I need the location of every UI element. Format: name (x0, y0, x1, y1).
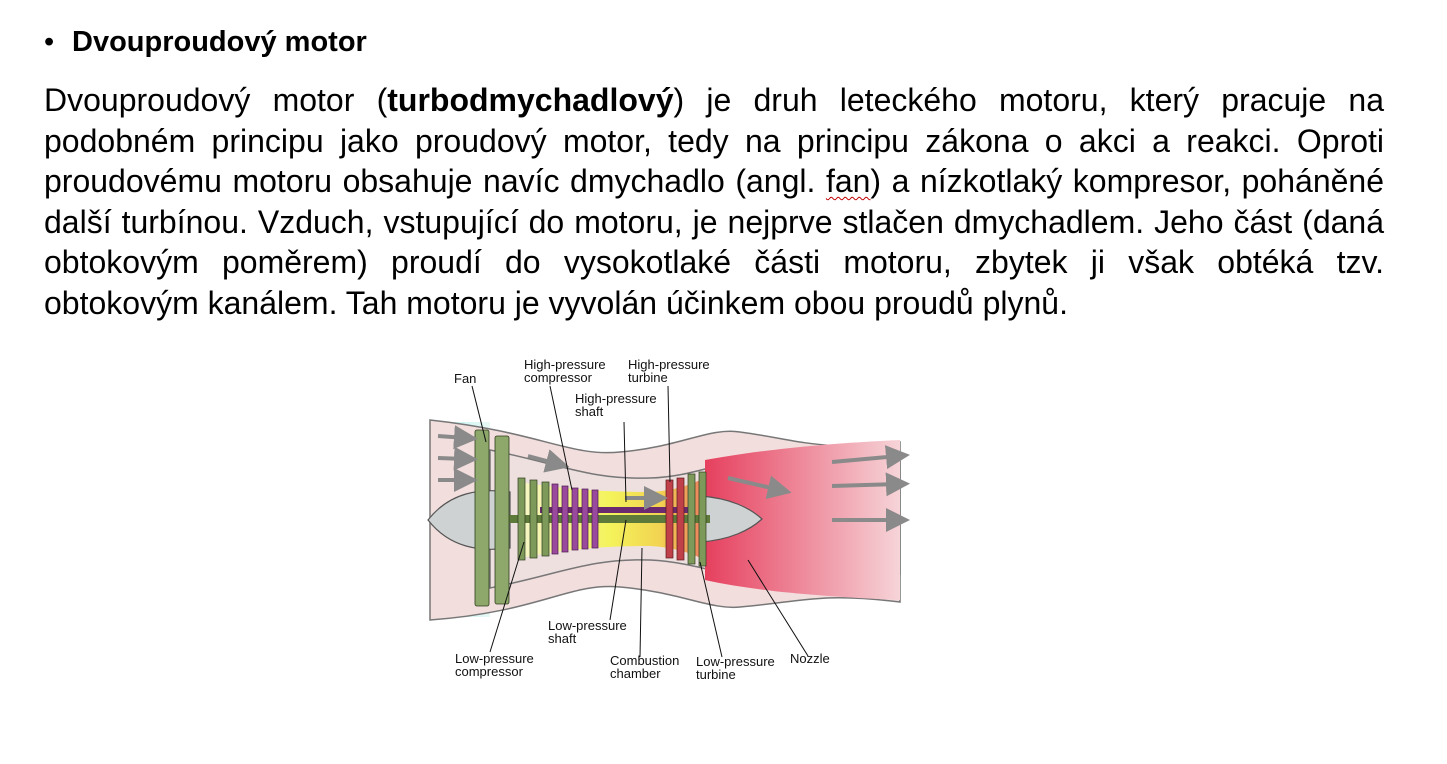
label-hp-turbine-1: High-pressure (628, 357, 710, 372)
label-combustion-2: chamber (610, 666, 661, 681)
hp-shaft (540, 507, 690, 513)
label-combustion-1: Combustion (610, 653, 679, 668)
hp-compressor-blades (551, 483, 599, 555)
body-paragraph: Dvouproudový motor (turbodmychadlový) je… (44, 80, 1384, 323)
label-hp-shaft-1: High-pressure (575, 391, 657, 406)
paragraph-part-3: ) a nízkotlaký kompresor, poháněné další… (44, 163, 1384, 321)
label-fan: Fan (454, 371, 476, 386)
lp-compressor-blades (517, 477, 550, 561)
turbofan-diagram: Fan High-pressure compressor High-pressu… (427, 357, 910, 682)
fan-blades (474, 429, 510, 607)
tail-cone (699, 495, 763, 543)
leader-lines (471, 385, 809, 658)
paragraph-part-1: Dvouproudový motor ( (44, 82, 388, 118)
label-lp-shaft-2: shaft (548, 631, 577, 646)
paragraph-bold-term: turbodmychadlový (387, 82, 674, 118)
exhaust-plume (705, 440, 900, 600)
slide-heading: • Dvouproudový motor (44, 22, 367, 62)
label-hp-turbine-2: turbine (628, 370, 668, 385)
label-lp-turbine-1: Low-pressure (696, 654, 775, 669)
paragraph-part-2: ) je druh leteckého motoru, který pracuj… (44, 82, 1384, 199)
label-nozzle: Nozzle (790, 651, 830, 666)
label-hp-compressor-1: High-pressure (524, 357, 606, 372)
bullet-marker: • (44, 26, 55, 58)
label-lp-shaft-1: Low-pressure (548, 618, 627, 633)
label-lp-compressor-2: compressor (455, 664, 524, 679)
heading-text: Dvouproudový motor (72, 26, 367, 58)
label-hp-shaft-2: shaft (575, 404, 604, 419)
lp-shaft (500, 515, 710, 523)
flow-arrows (437, 425, 910, 532)
spellcheck-word: fan (825, 163, 871, 199)
label-lp-turbine-2: turbine (696, 667, 736, 682)
lp-turbine-blades (687, 471, 707, 567)
label-hp-compressor-2: compressor (524, 370, 593, 385)
label-lp-compressor-1: Low-pressure (455, 651, 534, 666)
